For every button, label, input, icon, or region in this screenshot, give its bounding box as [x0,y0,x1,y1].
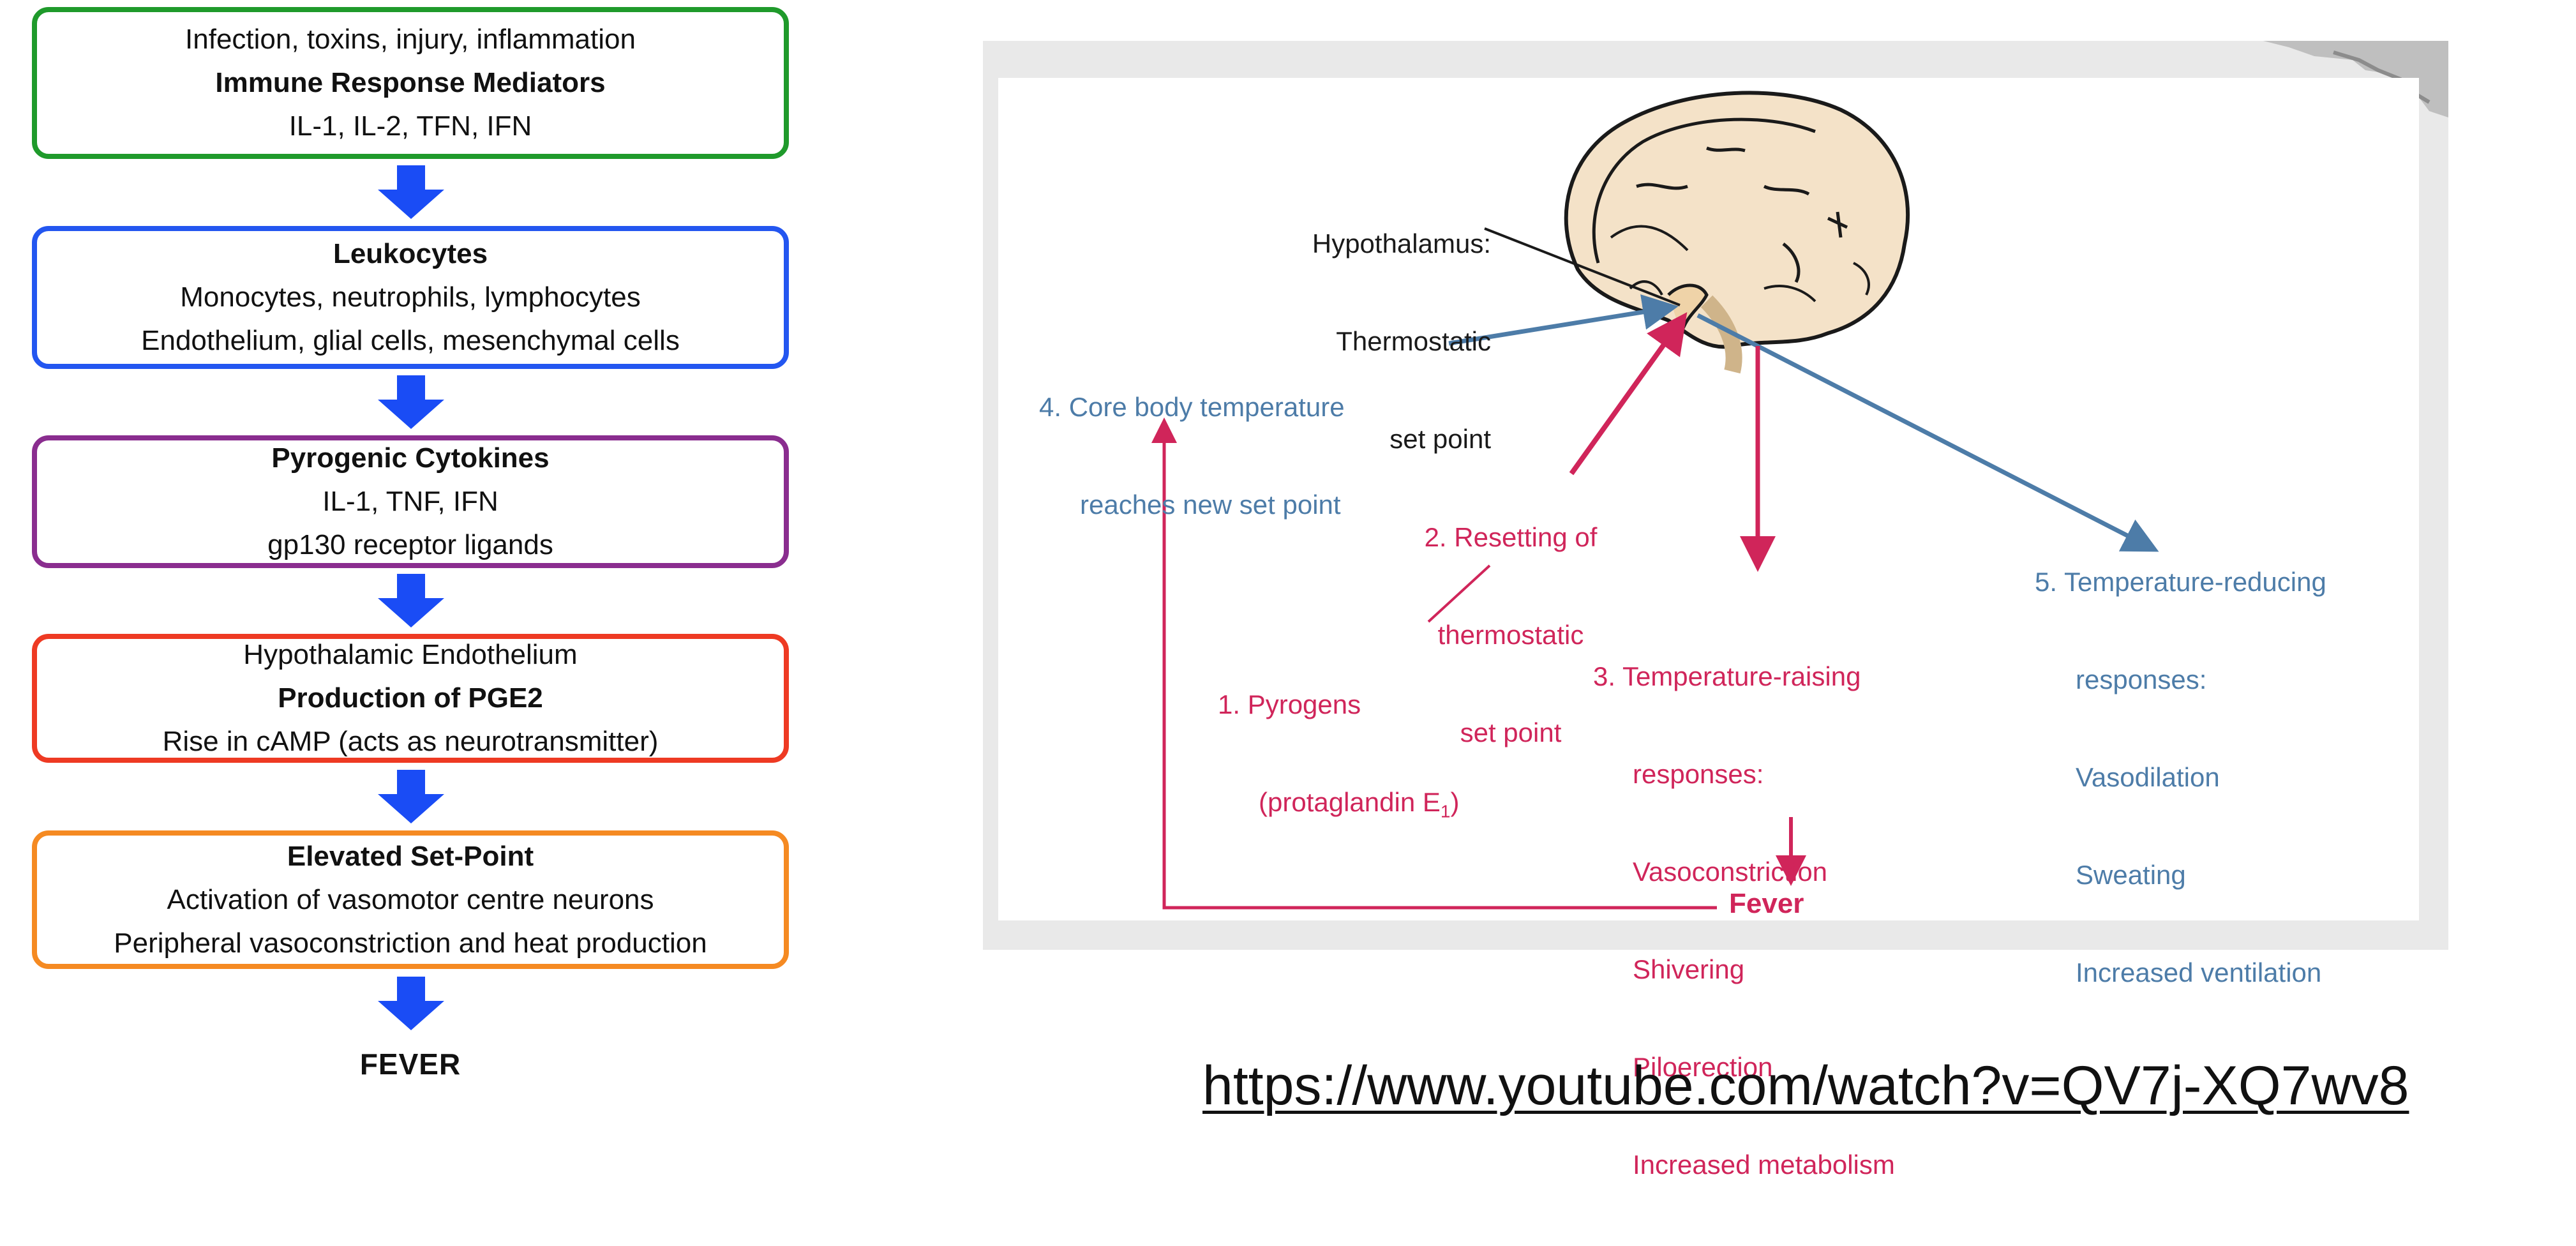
flow-step-3-title: Pyrogenic Cytokines [271,442,550,474]
step3-line-2: responses: [1633,759,1764,789]
source-video-link[interactable]: https://www.youtube.com/watch?v=QV7j-XQ7… [1202,1055,2409,1116]
core-temp-arrow [1448,294,1679,346]
down-arrow-icon [378,977,444,1030]
fever-mechanism-figure: Hypothalamus: Thermostatic set point 4. … [983,41,2448,1180]
flow-step-5-line-2: Activation of vasomotor centre neurons [167,883,654,915]
flow-step-pge2-production: Hypothalamic Endothelium Production of P… [32,634,789,763]
brain-outline [1564,91,1910,349]
step1-label: 1. Pyrogens (protaglandin E1) [1218,623,1459,892]
brain-illustration [1564,91,1910,374]
step3-line-6: Increased metabolism [1633,1150,1895,1180]
step3-line-5: Piloerection [1633,1052,1773,1082]
step2-label: 2. Resetting of thermostatic set point [1386,456,1635,814]
down-arrow-icon [378,165,444,219]
flow-step-leukocytes: Leukocytes Monocytes, neutrophils, lymph… [32,226,789,369]
step3-line-1: 3. Temperature-raising [1593,661,1861,691]
step1-text: (protaglandin E [1259,787,1441,817]
step5-line-2: responses: [2076,664,2207,694]
flow-step-2-line-2: Monocytes, neutrophils, lymphocytes [180,281,641,313]
flow-step-5-line-3: Peripheral vasoconstriction and heat pro… [114,927,707,959]
hypothalamus-leader-line [1484,227,1681,306]
hypothalamus-line-3: set point [1389,424,1491,454]
feedback-loop-arrow [1151,417,1717,910]
step5-line-3: Vasodilation [2076,762,2220,792]
flow-step-4-line-1: Hypothalamic Endothelium [243,639,578,670]
pyrogens-connector [1427,564,1491,623]
step4-line-1: 4. Core body temperature [1039,392,1345,422]
step5-line-5: Increased ventilation [2076,957,2322,987]
down-arrow-icon [378,770,444,823]
step1-close-paren: ) [1450,787,1460,817]
flow-step-5-title: Elevated Set-Point [287,840,534,872]
step4-label: 4. Core body temperature reaches new set… [1039,326,1345,586]
step5-label: 5. Temperature-reducing responses: Vasod… [2035,500,2326,1054]
down-arrow-icon [378,574,444,627]
fever-label: Fever [1729,888,1804,919]
hypothalamus-line-1: Hypothalamus: [1312,229,1491,259]
flow-step-3-line-3: gp130 receptor ligands [267,529,553,560]
step1-line-1: 1. Pyrogens [1218,689,1361,719]
diagram-graphics [1151,91,2159,910]
step2-line-1: 2. Resetting of [1424,522,1598,552]
resetting-arrow [1569,312,1688,476]
flow-step-1-line-3: IL-1, IL-2, TFN, IFN [288,110,532,142]
flow-step-elevated-set-point: Elevated Set-Point Activation of vasomot… [32,830,789,969]
step1-line-2: (protaglandin E1) [1218,786,1459,827]
step5-line-1: 5. Temperature-reducing [2035,567,2326,597]
flow-step-2-title: Leukocytes [333,238,488,269]
hypothalamus-line-2: Thermostatic [1336,326,1491,356]
flow-step-1-line-1: Infection, toxins, injury, inflammation [185,24,636,55]
step1-subscript: 1 [1440,801,1451,822]
figure-panel: Hypothalamus: Thermostatic set point 4. … [998,78,2419,1180]
temp-reducing-arrow [1696,313,2159,552]
flow-final-fever: FEVER [359,1047,461,1081]
step4-line-2: reaches new set point [1080,490,1341,520]
flow-step-2-line-3: Endothelium, glial cells, mesenchymal ce… [141,325,680,356]
step3-label: 3. Temperature-raising responses: Vasoco… [1593,595,1895,1246]
down-arrow-icon [378,375,444,429]
step3-line-4: Shivering [1633,954,1745,984]
hypothalamus-label: Hypothalamus: Thermostatic set point [1247,162,1491,520]
step2-line-2: thermostatic [1437,620,1584,650]
flow-step-4-title: Production of PGE2 [278,682,543,714]
flow-step-4-line-3: Rise in cAMP (acts as neurotransmitter) [162,726,659,757]
flow-step-3-line-2: IL-1, TNF, IFN [322,486,498,517]
flow-step-pyrogenic-cytokines: Pyrogenic Cytokines IL-1, TNF, IFN gp130… [32,435,789,568]
step5-line-4: Sweating [2076,860,2186,890]
flow-step-1-title: Immune Response Mediators [215,67,606,98]
flow-step-immune-mediators: Infection, toxins, injury, inflammation … [32,7,789,159]
step2-line-3: set point [1460,717,1562,747]
step3-line-3: Vasoconstriction [1633,857,1828,887]
